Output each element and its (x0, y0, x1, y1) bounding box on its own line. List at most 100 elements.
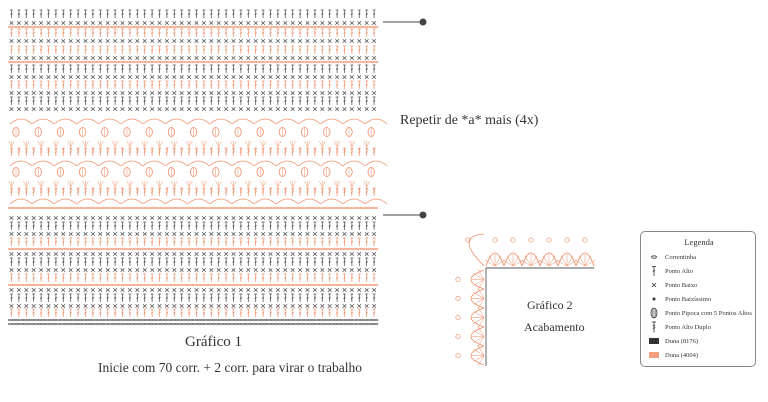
border-scallop-stitch (473, 298, 485, 305)
chart-1-title: Gráfico 1 (185, 334, 243, 350)
border-scallop-stitch (484, 259, 496, 267)
legend-item-color-salmon: Duna (4004) (647, 349, 755, 361)
legend-item-slip: Ponto Baixíssimo (647, 293, 755, 305)
slip-stitch-icon (647, 293, 661, 305)
single-crochet-row (9, 106, 377, 112)
border-scallop-stitch (473, 336, 485, 343)
double-crochet-row (10, 9, 376, 18)
single-crochet-row (9, 215, 377, 221)
border-scallop (503, 252, 523, 267)
single-crochet-row (9, 90, 377, 96)
border-scallop-stitch (560, 255, 568, 267)
border-scallop-stitch (473, 279, 485, 286)
double-crochet-row (10, 64, 376, 73)
legend-label: Ponto Baixíssimo (665, 295, 712, 303)
legend-item-color-dark: Duna (8176) (647, 335, 755, 347)
legend-label: Duna (8176) (665, 337, 699, 345)
border-scallop-stitch (473, 317, 485, 324)
border-scallop-stitch (494, 255, 502, 267)
border-scallop-stitch (548, 259, 560, 267)
border-scallop-stitch (542, 255, 550, 267)
border-scallop-stitch (473, 349, 485, 356)
popcorn-row (12, 167, 375, 177)
color-swatch-dark (649, 338, 659, 344)
border-scallop-stitch (477, 268, 485, 280)
legend-item-chain: Correntinha (647, 251, 755, 263)
border-scallop (485, 252, 505, 267)
border-scallop-stitch (520, 259, 532, 267)
border-scallop (470, 288, 485, 309)
chart-2-title: Gráfico 2 (527, 298, 573, 312)
border-picot (455, 276, 461, 283)
color-swatch-salmon (649, 352, 659, 358)
single-crochet-row (9, 287, 377, 293)
chart-2-subtitle: Acabamento (524, 320, 585, 334)
chain-row (8, 283, 379, 287)
crochet-chart-2-border (455, 233, 596, 367)
chain-row (8, 318, 379, 322)
fan-row (8, 180, 371, 188)
border-scallop-stitch (477, 325, 485, 337)
arch-row (9, 118, 388, 125)
chart-1-instruction: Inicie com 70 corr. + 2 corr. para virar… (98, 360, 363, 375)
border-scallop (470, 269, 485, 290)
repeat-instruction: Repetir de *a* mais (4x) (400, 113, 539, 128)
border-scallop (470, 345, 485, 366)
border-scallop (557, 252, 577, 267)
single-crochet-row (9, 251, 377, 257)
border-scallop-stitch (584, 255, 592, 267)
border-scallop-stitch (473, 311, 485, 318)
border-scallop-stitch (477, 344, 485, 356)
double-crochet-row (10, 257, 376, 266)
border-scallop-stitch (506, 255, 514, 267)
border-corner-edge (485, 267, 594, 366)
legend-label: Ponto Alto Duplo (665, 323, 711, 331)
legend-item-sc: Ponto Baixo (647, 279, 755, 291)
treble-crochet-icon (647, 321, 661, 333)
border-picot (455, 352, 461, 359)
border-picot (455, 333, 461, 340)
border-picot (455, 295, 461, 302)
legend-item-popcorn: Ponto Pipoca com 5 Pontos Altos (647, 307, 755, 319)
crochet-chart-1 (8, 9, 388, 326)
border-scallop (539, 252, 559, 267)
border-scallop-stitch (502, 259, 514, 267)
border-picot (546, 237, 552, 243)
fan-row (8, 140, 371, 148)
chain-row (8, 25, 379, 29)
arch-row (9, 160, 388, 167)
legend-label: Ponto Pipoca com 5 Pontos Altos (665, 309, 752, 317)
legend-item-tr: Ponto Alto Duplo (647, 321, 755, 333)
border-scallop-stitch (477, 279, 485, 291)
chain-row (8, 206, 379, 210)
border-picot (465, 237, 471, 243)
border-scallop-stitch (556, 259, 568, 267)
repeat-marker-top-dot (419, 18, 427, 26)
border-scallop-stitch (477, 355, 485, 367)
border-scallop-stitch (473, 330, 485, 337)
double-crochet-row (10, 28, 376, 37)
treble-crochet-row (10, 187, 376, 196)
border-scallop-stitch (494, 259, 506, 267)
border-scallop-stitch (473, 292, 485, 299)
repeat-marker-bottom-dot (419, 211, 427, 219)
legend-label: Correntinha (665, 253, 697, 261)
border-scallop-stitch (477, 317, 485, 329)
border-scallop-stitch (530, 259, 542, 267)
legend-title: Legenda (684, 237, 714, 247)
double-crochet-row (10, 293, 376, 302)
border-scallop-stitch (578, 255, 586, 267)
popcorn-row (12, 127, 375, 137)
border-picot (455, 314, 461, 321)
border-scallop-stitch (566, 255, 574, 267)
border-scallop (470, 326, 485, 347)
single-crochet-row (9, 55, 377, 61)
border-picot (582, 237, 588, 243)
single-crochet-icon (647, 279, 661, 291)
double-crochet-row (10, 96, 376, 105)
double-crochet-row (10, 221, 376, 230)
border-scallop-stitch (477, 336, 485, 348)
border-picot (564, 237, 570, 243)
chain-row (8, 322, 379, 326)
border-scallop-stitch (512, 259, 524, 267)
